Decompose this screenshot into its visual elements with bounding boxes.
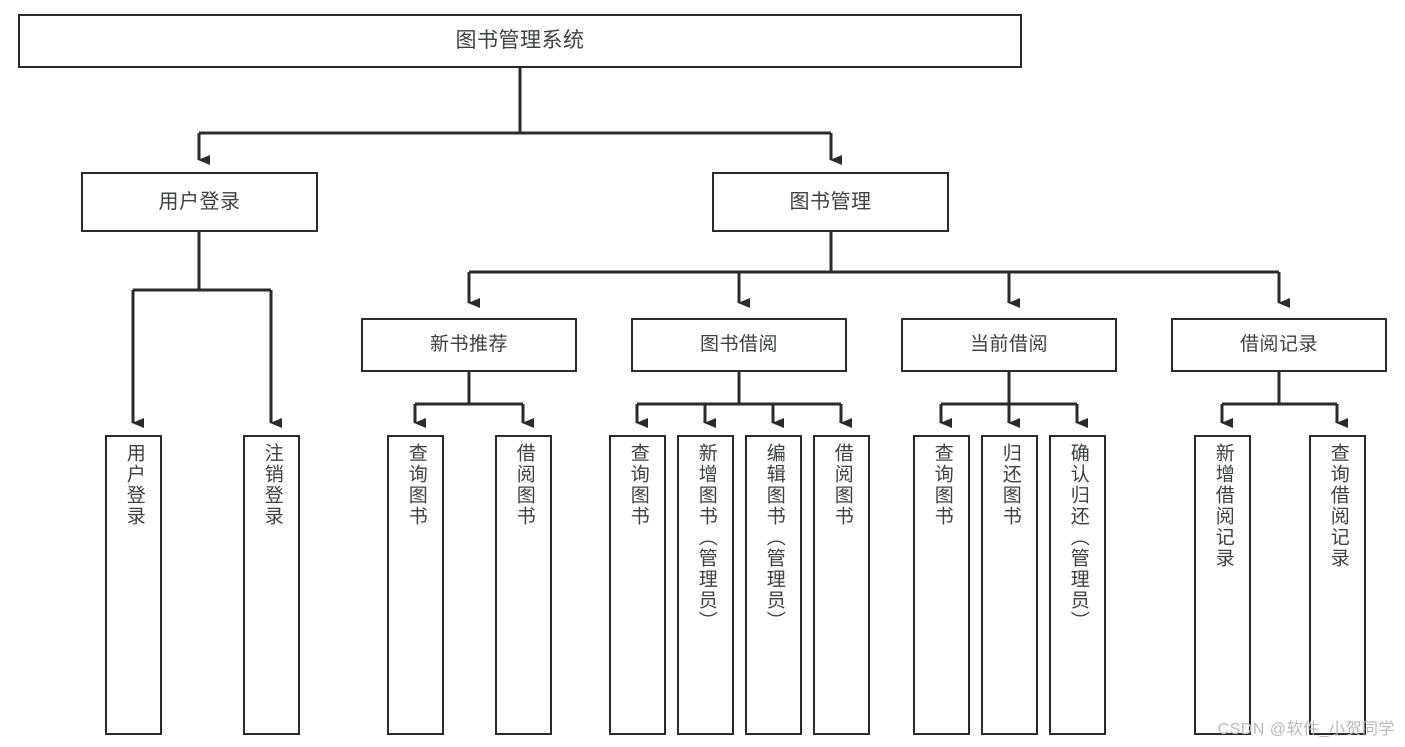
node-label: 查询图书 [931,443,953,527]
leaf-record-query-record[interactable]: 查询借阅记录 [1309,435,1366,735]
node-label: 借阅图书 [513,443,535,527]
leaf-current-return-book[interactable]: 归还图书 [981,435,1038,735]
node-current-borrow[interactable]: 当前借阅 [901,318,1117,372]
node-label: 查询图书 [405,443,427,527]
node-user-login[interactable]: 用户登录 [81,172,318,232]
node-label: 确认归还（管理员） [1067,443,1089,632]
node-label: 新增图书（管理员） [695,443,717,632]
leaf-current-query-book[interactable]: 查询图书 [913,435,970,735]
node-label: 新增借阅记录 [1212,443,1234,569]
node-label: 图书借阅 [699,334,778,356]
node-label: 归还图书 [999,443,1021,527]
leaf-user-login[interactable]: 用户登录 [105,435,162,735]
node-label: 图书管理 [789,190,872,213]
leaf-borrow-query-book[interactable]: 查询图书 [609,435,666,735]
leaf-current-confirm-return-admin[interactable]: 确认归还（管理员） [1049,435,1106,735]
node-label: 查询图书 [627,443,649,527]
node-label: 查询借阅记录 [1327,443,1349,569]
node-label: 借阅图书 [831,443,853,527]
leaf-user-logout[interactable]: 注销登录 [243,435,300,735]
node-label: 当前借阅 [969,334,1048,356]
leaf-record-add-record[interactable]: 新增借阅记录 [1194,435,1251,735]
node-label: 借阅记录 [1239,334,1318,356]
leaf-recommend-borrow-book[interactable]: 借阅图书 [495,435,552,735]
node-root-system[interactable]: 图书管理系统 [18,14,1022,68]
node-book-borrow[interactable]: 图书借阅 [631,318,847,372]
node-label: 图书管理系统 [455,29,585,53]
node-borrow-record[interactable]: 借阅记录 [1171,318,1387,372]
node-book-management[interactable]: 图书管理 [712,172,949,232]
node-label: 注销登录 [261,443,283,527]
leaf-borrow-borrow-book[interactable]: 借阅图书 [813,435,870,735]
watermark: CSDN @软件_小贺同学 [1217,721,1395,738]
node-label: 编辑图书（管理员） [763,443,785,632]
leaf-borrow-edit-book-admin[interactable]: 编辑图书（管理员） [745,435,802,735]
node-new-book-recommend[interactable]: 新书推荐 [361,318,577,372]
leaf-borrow-add-book-admin[interactable]: 新增图书（管理员） [677,435,734,735]
node-label: 用户登录 [123,443,145,527]
leaf-recommend-query-book[interactable]: 查询图书 [387,435,444,735]
node-label: 新书推荐 [429,334,508,356]
node-label: 用户登录 [158,190,241,213]
